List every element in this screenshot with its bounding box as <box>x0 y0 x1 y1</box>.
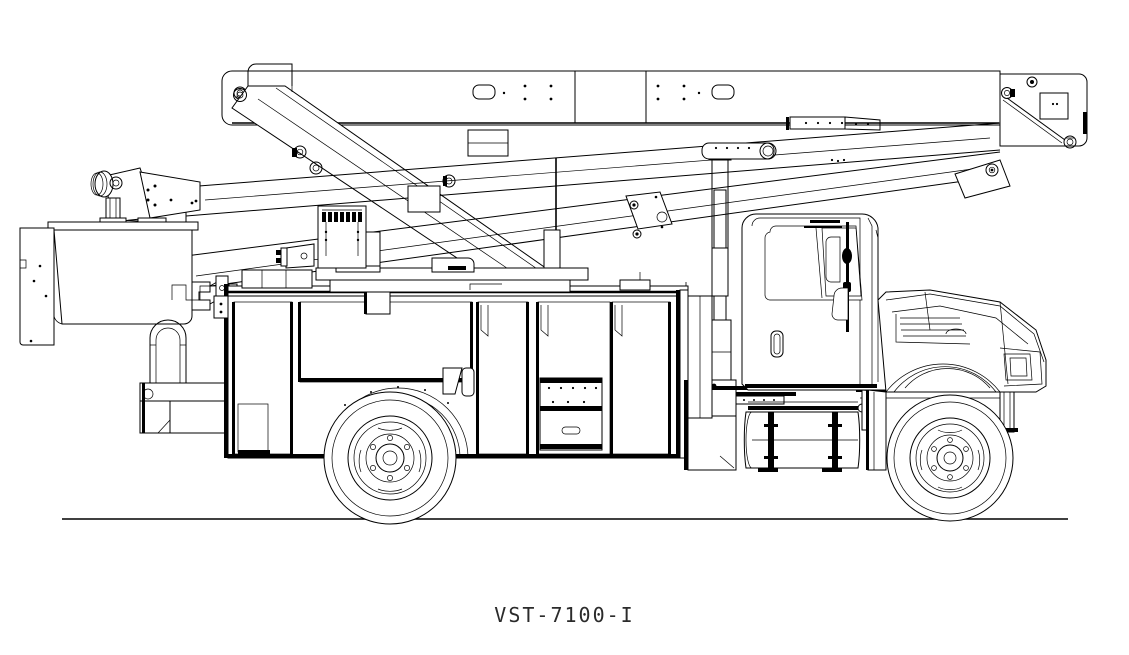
turntable-pedestal <box>276 205 589 315</box>
truck-cab <box>741 213 1047 471</box>
platform-rotator <box>90 167 201 225</box>
utility-body <box>213 269 689 459</box>
platform-bucket <box>19 221 229 346</box>
drawer-unit <box>539 377 603 451</box>
model-label: VST-7100-I <box>494 603 635 627</box>
misc-details <box>469 247 729 419</box>
front-wheel <box>886 394 1014 522</box>
rear-wheel <box>323 391 457 525</box>
upper-boom <box>222 71 1087 148</box>
mirror <box>804 220 852 332</box>
fuel-tank <box>743 401 866 469</box>
drawing-caption: VST-7100-I <box>0 602 1129 628</box>
